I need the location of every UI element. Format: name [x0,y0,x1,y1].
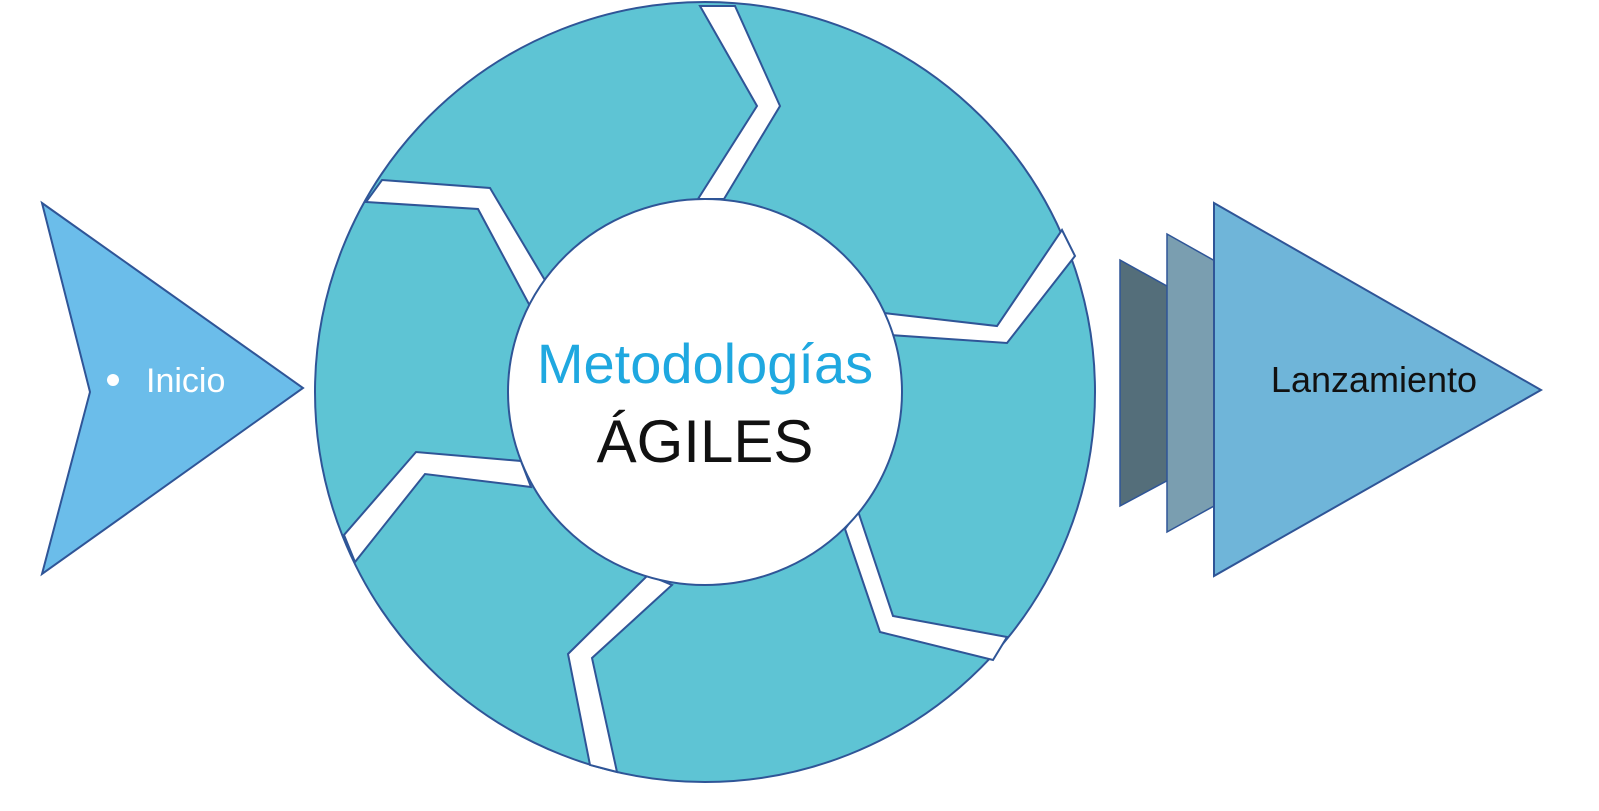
start-label: Inicio [146,362,225,400]
start-stage: Inicio [40,200,305,577]
start-arrow-shape [40,200,305,577]
cycle-title-line2: ÁGILES [597,408,814,475]
agile-cycle: Metodologías ÁGILES [314,1,1096,783]
end-stage: Lanzamiento [1119,201,1544,578]
end-label: Lanzamiento [1271,359,1477,400]
cycle-title-line1: Metodologías [537,332,873,395]
end-arrow-shape [1213,201,1544,578]
cycle-inner-hub [507,198,903,586]
start-bullet [107,374,119,386]
